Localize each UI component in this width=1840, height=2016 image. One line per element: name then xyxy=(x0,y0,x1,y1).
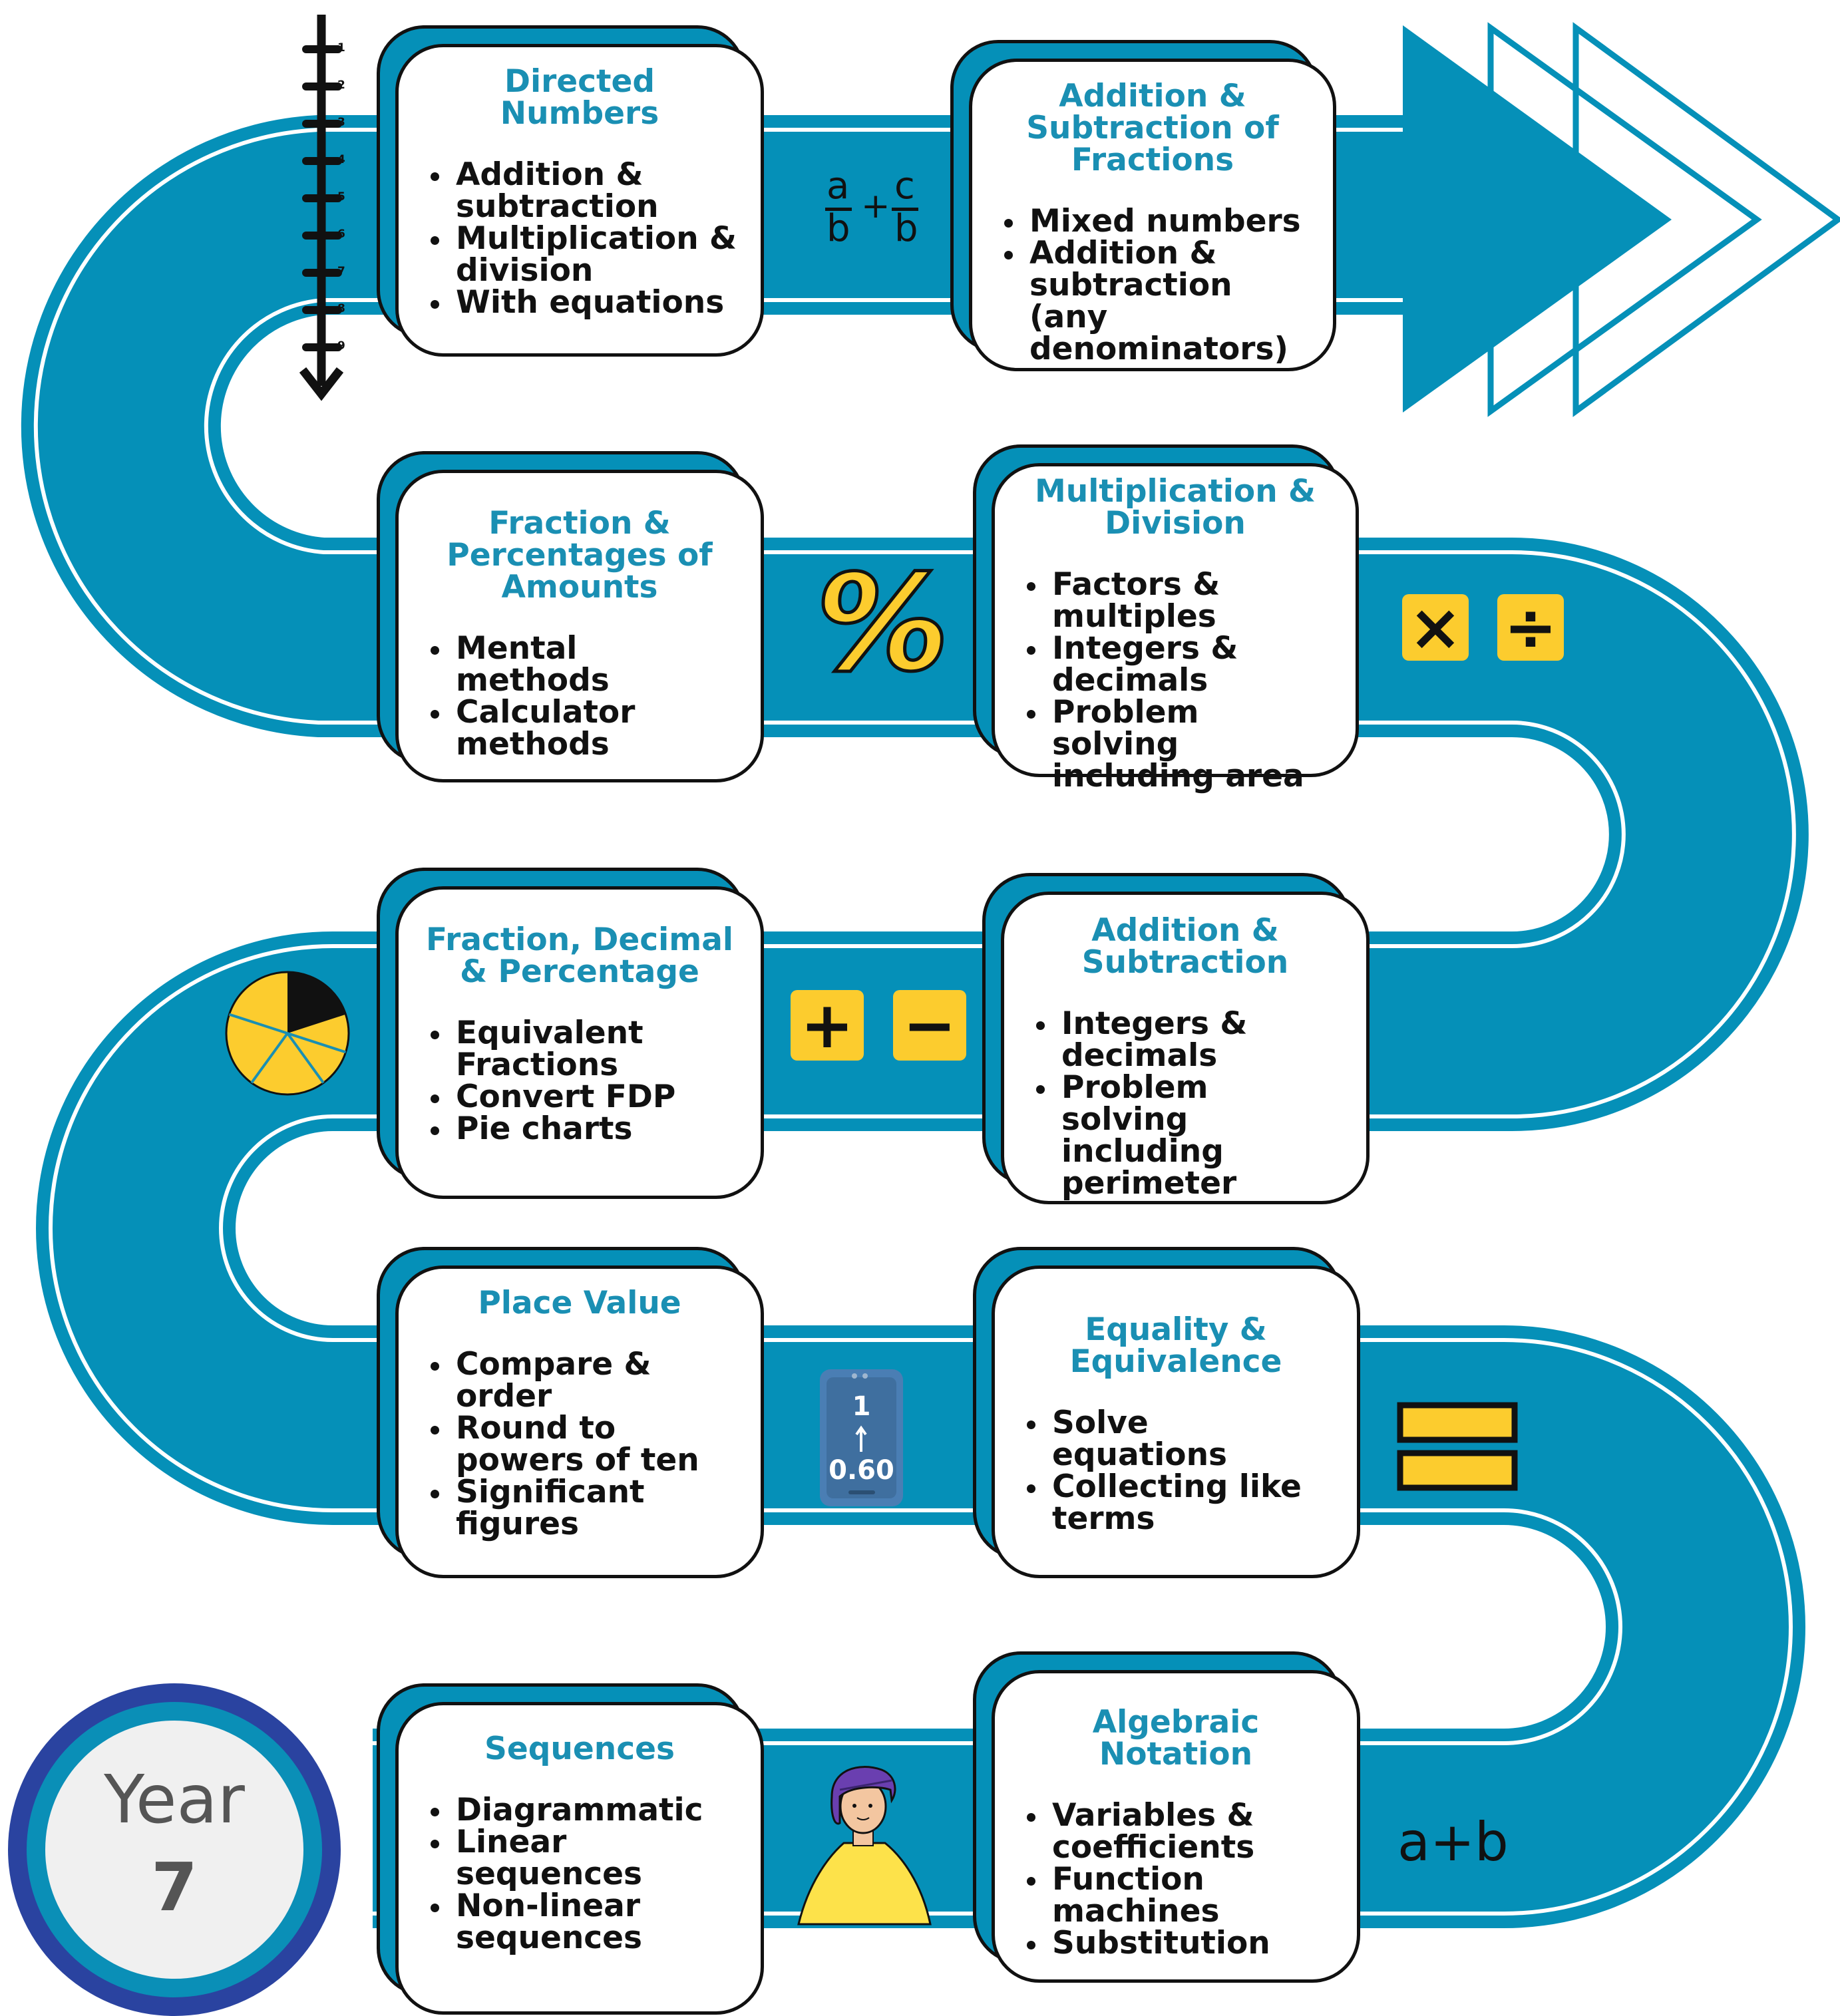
card-algebraic-notation: Algebraic Notation Variables & coefficie… xyxy=(973,1651,1360,1983)
topic-item: Non-linear sequences xyxy=(431,1890,738,1954)
card-title: Algebraic Notation xyxy=(1092,1704,1260,1772)
number-line-tick-label: -7 xyxy=(333,265,345,278)
card-title: Multiplication & Division xyxy=(1034,473,1316,542)
card-sequences: Sequences Diagrammatic Linear sequences … xyxy=(377,1683,764,2015)
topic-item: Equivalent Fractions xyxy=(431,1017,738,1081)
card-addition-subtraction-fractions: Addition & Subtraction of Fractions Mixe… xyxy=(950,40,1336,371)
year-label: Year xyxy=(104,1761,245,1838)
topic-item: Problem solving including perimeter xyxy=(1036,1072,1344,1200)
number-line-tick-label: -1 xyxy=(333,41,345,55)
fraction-bar-1 xyxy=(825,208,852,211)
card-title: Directed Numbers xyxy=(500,63,659,132)
equals-icon xyxy=(1397,1402,1518,1491)
number-line-tick-label: -3 xyxy=(333,116,345,129)
card-title: Addition & Subtraction of Fractions xyxy=(1026,78,1279,178)
card-title: Sequences xyxy=(484,1731,675,1767)
card-topic-list: Mixed numbers Addition & subtraction (an… xyxy=(995,206,1310,365)
topic-item: Addition & subtraction (any denominators… xyxy=(1004,238,1310,365)
arrow-head-solid xyxy=(1403,25,1672,413)
topic-item: Integers & decimals xyxy=(1027,633,1333,697)
card-place-value: Place Value Compare & order Round to pow… xyxy=(377,1247,764,1578)
card-topic-list: Integers & decimals Problem solving incl… xyxy=(1027,1008,1344,1200)
topic-item: Calculator methods xyxy=(431,697,738,760)
card-multiplication-division: Multiplication & Division Factors & mult… xyxy=(973,444,1359,792)
percent-icon: % xyxy=(815,546,951,701)
card-topic-list: Solve equations Collecting like terms xyxy=(1017,1407,1334,1535)
number-line-tick-label: -5 xyxy=(333,190,345,204)
fraction-a: a xyxy=(827,164,850,208)
topic-item: Addition & subtraction xyxy=(431,159,738,223)
year-badge: Year 7 xyxy=(8,1683,341,2016)
person-avatar-icon xyxy=(797,1766,932,1926)
topic-item: Multiplication & division xyxy=(431,220,737,289)
number-line-tick-label: -9 xyxy=(333,339,345,353)
card-title: Addition & Subtraction xyxy=(1081,912,1289,981)
algebra-expression: a+b xyxy=(1397,1811,1509,1873)
topic-item: Factors & multiples xyxy=(1027,569,1333,633)
arrow-outline-1 xyxy=(1487,22,1762,417)
number-line-tick-label: -6 xyxy=(333,228,345,241)
fraction-plus: + xyxy=(861,186,890,226)
topic-item: Substitution xyxy=(1027,1928,1334,1959)
card-equality-equivalence: Equality & Equivalence Solve equations C… xyxy=(973,1247,1360,1578)
phone-value-top: 1 xyxy=(852,1391,871,1422)
fraction-bar-2 xyxy=(892,208,918,211)
card-topic-list: Diagrammatic Linear sequences Non-linear… xyxy=(421,1794,738,1954)
topic-item: Collecting like terms xyxy=(1027,1471,1334,1535)
card-topic-list: Variables & coefficients Function machin… xyxy=(1017,1800,1334,1959)
pie-chart-icon xyxy=(225,971,350,1096)
topic-item: Significant figures xyxy=(431,1476,738,1540)
topic-item: Mental methods xyxy=(431,633,738,697)
topic-item: Problem solving including area xyxy=(1027,697,1333,792)
card-topic-list: Addition & subtraction Multiplication & … xyxy=(421,159,738,319)
card-fraction-percentages: Fraction & Percentages of Amounts Mental… xyxy=(377,451,764,782)
card-title: Equality & Equivalence xyxy=(1069,1311,1282,1380)
year-number: 7 xyxy=(151,1848,198,1926)
minus-icon: − xyxy=(893,990,966,1061)
fraction-d: b xyxy=(894,207,918,250)
phone-icon xyxy=(820,1369,903,1506)
card-addition-subtraction: Addition & Subtraction Integers & decima… xyxy=(982,873,1370,1204)
card-topic-list: Equivalent Fractions Convert FDP Pie cha… xyxy=(421,1017,738,1145)
topic-item: Compare & order xyxy=(431,1349,738,1413)
topic-item: With equations xyxy=(431,287,738,319)
topic-item: Variables & coefficients xyxy=(1027,1800,1334,1864)
topic-item: Mixed numbers xyxy=(1004,206,1310,238)
topic-item: Solve equations xyxy=(1027,1407,1334,1471)
card-fraction-decimal-percentage: Fraction, Decimal & Percentage Equivalen… xyxy=(377,868,764,1199)
plus-icon: + xyxy=(791,990,864,1061)
arrow-outline-2 xyxy=(1572,22,1840,417)
card-title: Fraction & Percentages of Amounts xyxy=(447,505,713,605)
fraction-c: c xyxy=(894,164,915,208)
multiply-icon: × xyxy=(1402,594,1469,661)
card-topic-list: Factors & multiples Integers & decimals … xyxy=(1017,569,1333,792)
topic-item: Function machines xyxy=(1027,1864,1334,1928)
topic-item: Pie charts xyxy=(431,1113,738,1145)
topic-item: Diagrammatic xyxy=(431,1794,738,1826)
topic-item: Convert FDP xyxy=(431,1081,738,1113)
card-directed-numbers: Directed Numbers Addition & subtraction … xyxy=(377,25,764,357)
topic-item: Round to powers of ten xyxy=(431,1413,738,1476)
topic-item: Linear sequences xyxy=(431,1826,738,1890)
card-topic-list: Compare & order Round to powers of ten S… xyxy=(421,1349,738,1540)
card-topic-list: Mental methods Calculator methods xyxy=(421,633,738,760)
fraction-b: b xyxy=(827,207,850,250)
fraction-expression: a b + c b xyxy=(819,165,925,258)
number-line-tick-label: -4 xyxy=(333,153,345,166)
divide-icon: ÷ xyxy=(1497,594,1564,661)
number-line-icon xyxy=(299,15,344,401)
topic-item: Integers & decimals xyxy=(1036,1008,1344,1072)
card-title: Fraction, Decimal & Percentage xyxy=(425,922,734,990)
phone-value-bottom: 0.60 xyxy=(828,1455,894,1486)
number-line-tick-label: -8 xyxy=(333,302,345,315)
card-title: Place Value xyxy=(478,1285,681,1321)
number-line-tick-label: -2 xyxy=(333,79,345,92)
